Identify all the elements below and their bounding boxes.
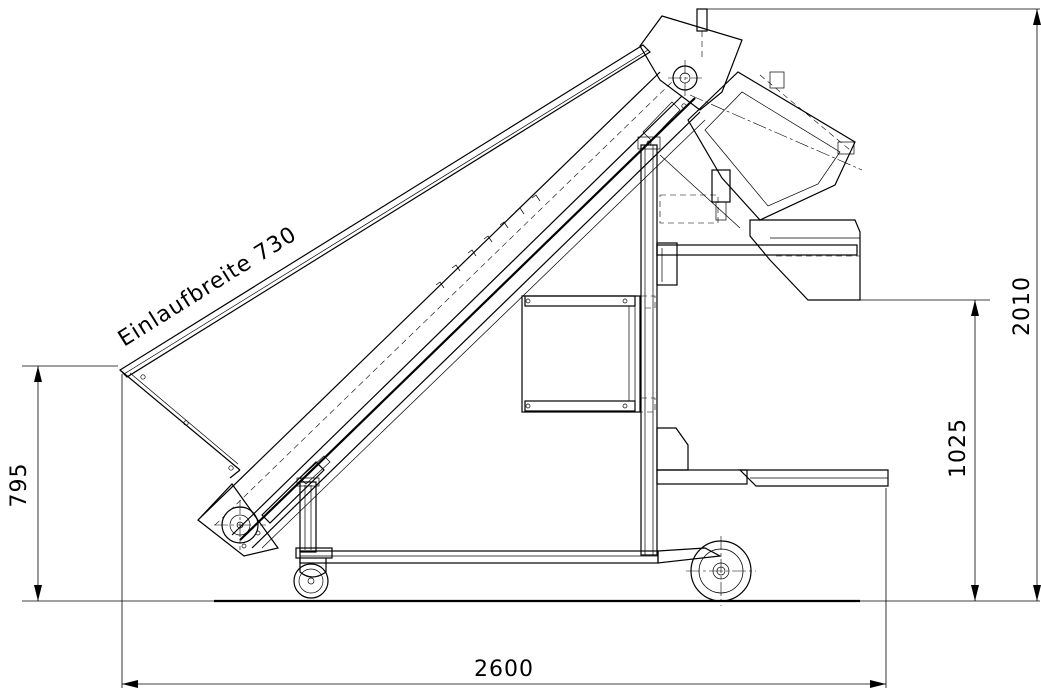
dimension-2010-label: 2010	[1010, 276, 1035, 336]
rear-wheel	[686, 536, 756, 606]
inlet-width-annotation: Einlaufbreite 730	[114, 222, 302, 352]
side-bracket	[521, 295, 656, 413]
chassis	[299, 547, 722, 564]
dimension-795: 795	[7, 365, 214, 602]
dimension-2010: 2010	[704, 8, 1041, 601]
dimension-2600-label: 2600	[474, 657, 534, 682]
dimension-795-label: 795	[7, 463, 32, 508]
dimension-1025: 1025	[860, 299, 1040, 602]
dimension-1025-label: 1025	[946, 418, 971, 478]
dimension-2600: 2600	[121, 374, 887, 688]
support-stand	[296, 136, 661, 556]
discharge-unit	[656, 71, 863, 301]
swivel-castor	[293, 547, 333, 599]
outlet-tray	[656, 427, 889, 487]
incline-conveyor	[119, 8, 743, 557]
